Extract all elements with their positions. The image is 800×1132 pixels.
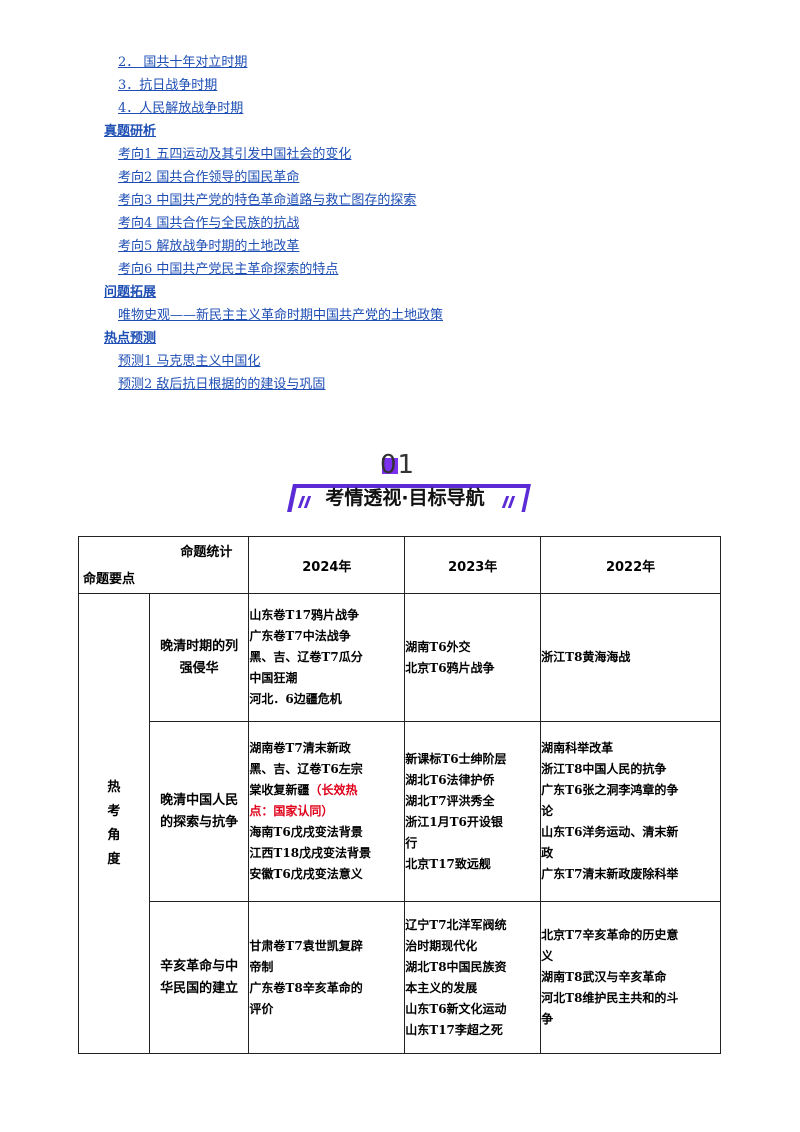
cell-line: 浙江T8中国人民的抗争 — [541, 762, 667, 776]
toc-item[interactable]: 4．人民解放战争时期 — [118, 101, 244, 116]
cell-2022: 湖南科举改革 浙江T8中国人民的抗争 广东T6张之洞李鸿章的争 论 山东T6洋务… — [540, 721, 721, 902]
cell-line: 安徽T6戊戌变法意义 — [249, 867, 363, 881]
toc-section[interactable]: 真题研析 — [104, 124, 157, 139]
cell-line: 湖北T7评洪秀全 — [405, 793, 495, 808]
cell-text: 棠收复新疆 — [249, 783, 310, 797]
cell-2024: 山东卷T17鸦片战争 广东卷T7中法战争 黑、吉、辽卷T7瓜分 中国狂潮 河北．… — [248, 593, 406, 722]
cell-line: 广东T7清末新政废除科举 — [541, 867, 679, 881]
toc-section[interactable]: 问题拓展 — [104, 285, 157, 300]
topic-line: 辛亥革命与中 — [160, 958, 239, 974]
cell-line: 辽宁T7北洋军阀统 — [405, 917, 507, 932]
table-row: 晚清中国人民 的探索与抗争 湖南卷T7清末新政 黑、吉、辽卷T6左宗 棠收复新疆… — [79, 721, 721, 902]
table-row: 辛亥革命与中 华民国的建立 甘肃卷T7袁世凯复辟 帝制 广东卷T8辛亥革命的 评… — [79, 901, 721, 1054]
cell-line: 湖北T6法律护侨 — [405, 772, 495, 787]
cell-line: 湖南T6外交 — [405, 639, 471, 654]
cell-line: 帝制 — [249, 959, 274, 974]
cell-2022: 浙江T8黄海海战 — [540, 593, 721, 722]
cell-2023: 新课标T6士绅阶层 湖北T6法律护侨 湖北T7评洪秀全 浙江1月T6开设银 行 … — [404, 721, 542, 902]
toc-item[interactable]: 2． 国共十年对立时期 — [118, 55, 248, 70]
banner-number: 01 — [380, 450, 416, 480]
topic-cell: 辛亥革命与中 华民国的建立 — [148, 901, 250, 1054]
topic-line: 华民国的建立 — [160, 980, 239, 996]
cell-line: 义 — [541, 949, 554, 963]
cell-line: 中国狂潮 — [249, 671, 298, 685]
cell-line: 广东卷T7中法战争 — [249, 629, 351, 643]
cell-line: 河北．6边疆危机 — [249, 692, 342, 706]
cell-line: 新课标T6士绅阶层 — [405, 751, 507, 766]
cell-line: 湖南卷T7清末新政 — [249, 741, 351, 755]
toc-item[interactable]: 预测2 敌后抗日根据的的建设与巩固 — [118, 377, 326, 392]
cell-line: 山东T17李超之死 — [405, 1022, 503, 1037]
cell-line: 本主义的发展 — [405, 980, 478, 995]
year-header: 2024年 — [248, 536, 406, 594]
category-char: 考 — [107, 803, 121, 819]
toc-item[interactable]: 考向1 五四运动及其引发中国社会的变化 — [118, 147, 352, 162]
table-corner-header: 命题统计 命题要点 — [77, 536, 250, 594]
toc-item[interactable]: 考向6 中国共产党民主革命探索的特点 — [118, 262, 339, 277]
section-banner: 01 考情透视·目标导航 — [280, 446, 531, 516]
cell-2024: 湖南卷T7清末新政 黑、吉、辽卷T6左宗 棠收复新疆（长效热 点：国家认同） 海… — [248, 721, 406, 902]
cell-2022: 北京T7辛亥革命的历史意 义 湖南T8武汉与辛亥革命 河北T8维护民主共和的斗 … — [540, 901, 721, 1054]
cell-line: 山东卷T17鸦片战争 — [249, 608, 360, 622]
toc-section[interactable]: 热点预测 — [104, 331, 157, 346]
category-char: 度 — [107, 851, 121, 867]
cell-line: 湖南科举改革 — [541, 741, 614, 755]
cell-line: 江西T18戊戌变法背景 — [249, 846, 372, 860]
category-cell: 热 考 角 度 — [78, 593, 150, 1054]
cell-line: 山东T6洋务运动、清末新 — [541, 825, 679, 839]
cell-line: 北京T7辛亥革命的历史意 — [541, 928, 679, 942]
cell-line: 评价 — [249, 1001, 274, 1016]
cell-line: 湖南T8武汉与辛亥革命 — [541, 970, 667, 984]
table-row: 热 考 角 度 晚清时期的列 强侵华 山东卷T17鸦片战争 广东卷T7中法战争 … — [78, 593, 721, 1054]
cell-line: 山东T6新文化运动 — [405, 1001, 507, 1016]
cell-line: 甘肃卷T7袁世凯复辟 — [249, 938, 363, 953]
topic-cell: 晚清时期的列 强侵华 — [148, 593, 250, 722]
cell-line: 论 — [541, 804, 554, 818]
topic-cell: 晚清中国人民 的探索与抗争 — [148, 721, 250, 902]
cell-line: 行 — [405, 835, 418, 850]
hot-note: （长效热 — [309, 783, 358, 797]
table-header-row: 命题统计 命题要点 2024年 2023年 2022年 — [77, 536, 721, 594]
cell-line: 北京T6鸦片战争 — [405, 660, 495, 675]
cell-line: 北京T17致远舰 — [405, 856, 491, 871]
toc-item[interactable]: 3．抗日战争时期 — [118, 78, 218, 93]
exam-stats-table: 命题统计 命题要点 2024年 2023年 2022年 热 考 角 度 晚清时期… — [77, 536, 721, 1054]
cell-line: 河北T8维护民主共和的斗 — [541, 991, 679, 1005]
topic-line: 晚清中国人民 — [160, 792, 239, 808]
cell-2023: 辽宁T7北洋军阀统 治时期现代化 湖北T8中国民族资 本主义的发展 山东T6新文… — [404, 901, 542, 1054]
cell-line: 浙江T8黄海海战 — [541, 650, 631, 664]
cell-line: 黑、吉、辽卷T7瓜分 — [249, 650, 363, 664]
toc-item[interactable]: 唯物史观——新民主主义革命时期中国共产党的土地政策 — [118, 308, 444, 323]
cell-line: 广东卷T8辛亥革命的 — [249, 980, 363, 995]
year-header: 2022年 — [540, 536, 721, 594]
cell-2024: 甘肃卷T7袁世凯复辟 帝制 广东卷T8辛亥革命的 评价 — [248, 901, 406, 1054]
toc-item[interactable]: 考向4 国共合作与全民族的抗战 — [118, 216, 300, 231]
topic-line: 晚清时期的列 — [160, 638, 239, 654]
cell-line: 争 — [541, 1012, 554, 1026]
year-header: 2023年 — [404, 536, 542, 594]
cell-line: 广东T6张之洞李鸿章的争 — [541, 783, 679, 797]
category-char: 热 — [107, 779, 121, 795]
hot-note: 点：国家认同） — [249, 804, 334, 818]
toc-item[interactable]: 考向3 中国共产党的特色革命道路与救亡图存的探索 — [118, 193, 417, 208]
cell-line: 治时期现代化 — [405, 938, 478, 953]
cell-line: 海南T6戊戌变法背景 — [249, 825, 363, 839]
cell-line: 湖北T8中国民族资 — [405, 959, 507, 974]
toc-item[interactable]: 预测1 马克思主义中国化 — [118, 354, 261, 369]
cell-2023: 湖南T6外交 北京T6鸦片战争 — [404, 593, 542, 722]
cell-line: 政 — [541, 846, 554, 860]
cell-line: 棠收复新疆（长效热 — [249, 780, 404, 801]
banner-title: 考情透视·目标导航 — [325, 487, 485, 509]
toc-item[interactable]: 考向2 国共合作领导的国民革命 — [118, 170, 300, 185]
topic-line: 的探索与抗争 — [160, 814, 239, 830]
banner-number-accent — [382, 458, 398, 474]
cell-line: 黑、吉、辽卷T6左宗 — [249, 762, 363, 776]
header-topic-label: 命题要点 — [83, 572, 136, 587]
category-char: 角 — [107, 827, 121, 843]
toc-item[interactable]: 考向5 解放战争时期的土地改革 — [118, 239, 300, 254]
topic-line: 强侵华 — [179, 660, 219, 676]
cell-line: 浙江1月T6开设银 — [405, 814, 503, 829]
header-stats-label: 命题统计 — [180, 545, 233, 560]
